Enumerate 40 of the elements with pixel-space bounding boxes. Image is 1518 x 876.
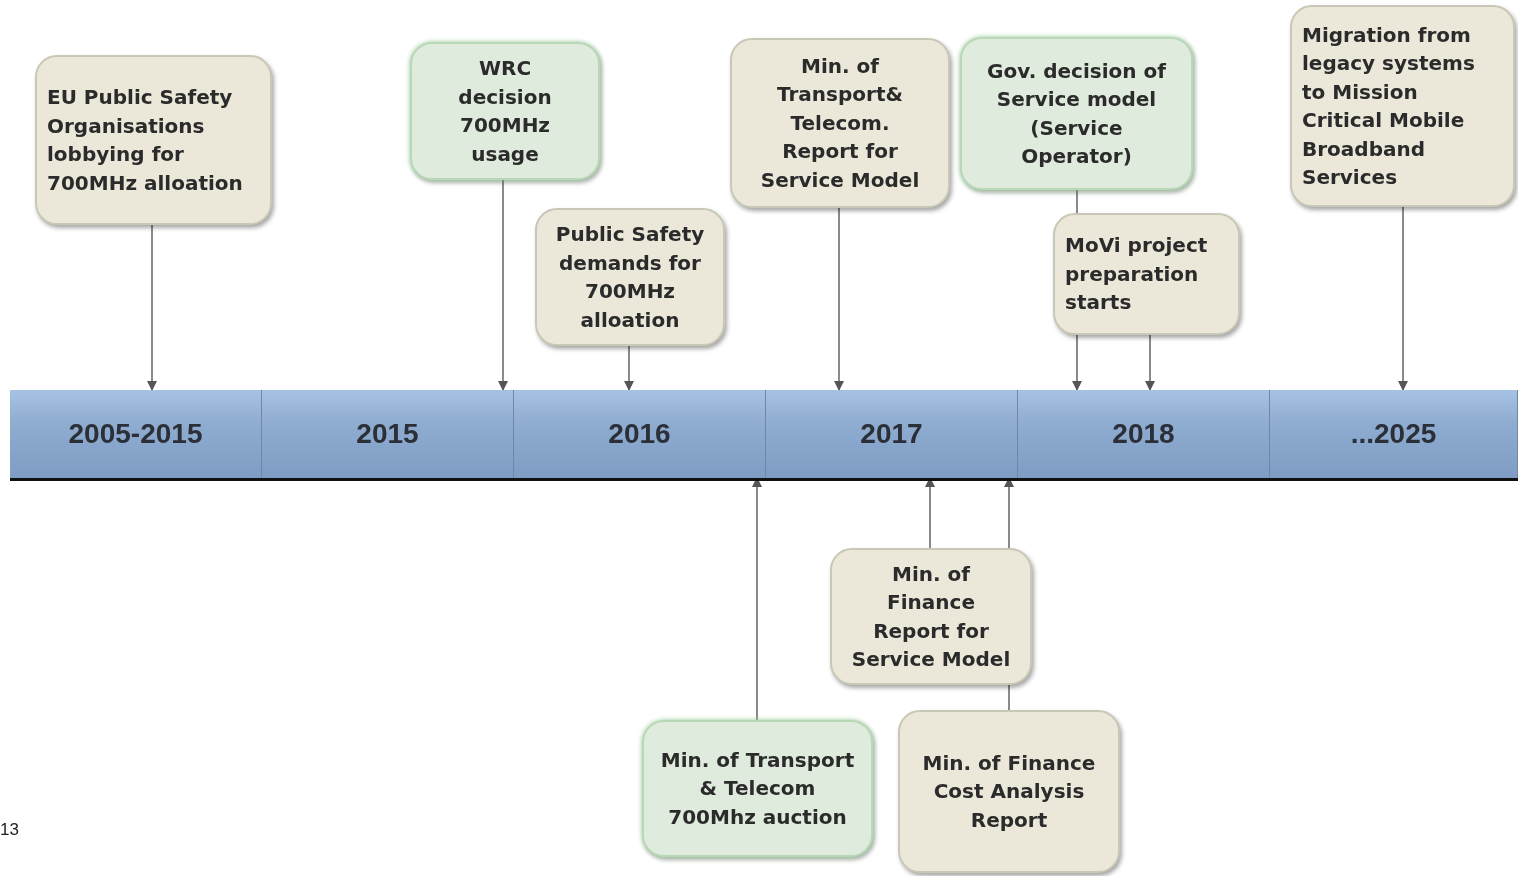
event-text: Min. of Finance Report for Service Model — [850, 560, 1012, 673]
timeline-segment — [514, 390, 766, 478]
event-text: Min. of Transport& Telecom. Report for Service Model — [759, 52, 921, 194]
year-label: 2017 — [860, 418, 923, 450]
arrow — [624, 345, 634, 391]
event-box — [1290, 5, 1515, 207]
event-box — [535, 208, 725, 346]
event-box — [1053, 213, 1240, 335]
event-box — [410, 42, 600, 180]
event-box — [898, 710, 1120, 873]
year-label: 2018 — [1112, 418, 1175, 450]
event-box — [730, 38, 950, 208]
arrow — [834, 207, 844, 391]
event-box — [830, 548, 1032, 685]
event-text: Gov. decision of Service model (Service Operator) — [986, 57, 1167, 170]
event-text: MoVi project preparation starts — [1065, 232, 1209, 317]
timeline-segment — [1270, 390, 1518, 478]
arrow — [498, 179, 508, 391]
arrow — [1072, 334, 1082, 391]
event-box — [35, 55, 272, 225]
year-label: 2015 — [356, 418, 419, 450]
event-text: Public Safety demands for 700MHz alloation — [554, 221, 706, 334]
event-box — [642, 720, 873, 857]
event-text: Migration from legacy systems to Mission Critical Mobile Broadband Services — [1302, 21, 1476, 191]
arrow — [1145, 334, 1155, 391]
year-label: 2005-2015 — [68, 418, 203, 450]
timeline-segment — [10, 390, 262, 478]
page-number: 13 — [0, 820, 19, 840]
event-box — [960, 37, 1193, 190]
arrow — [147, 224, 157, 391]
event-text: WRC decision 700MHz usage — [457, 55, 553, 168]
arrow — [1398, 206, 1408, 391]
timeline-segment — [1018, 390, 1270, 478]
timeline-segment — [766, 390, 1018, 478]
year-label: ...2025 — [1350, 418, 1437, 450]
year-label: 2016 — [608, 418, 671, 450]
event-text: EU Public Safety Organisations lobbying for 700MHz alloation — [47, 84, 244, 197]
event-text: Min. of Transport & Telecom 700Mhz auction — [659, 746, 856, 831]
event-text: Min. of Finance Cost Analysis Report — [921, 749, 1097, 834]
timeline-segment — [262, 390, 514, 478]
